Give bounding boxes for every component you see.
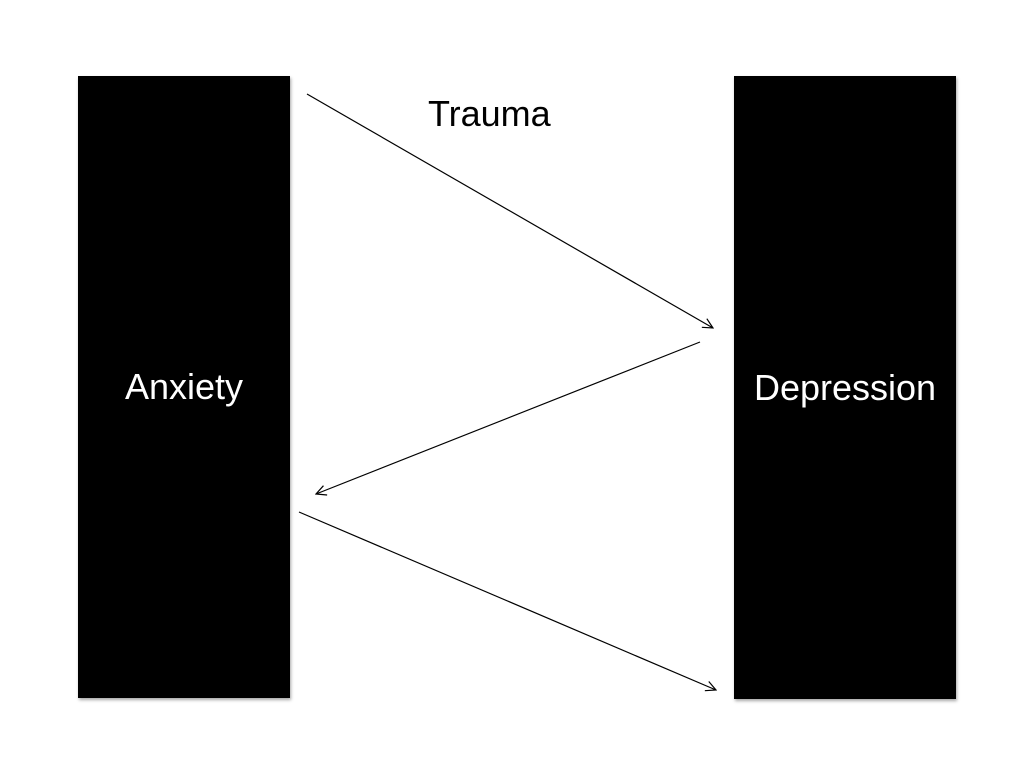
- arrow-anxiety-to-depression-bottom: [298, 511, 716, 690]
- depression-label: Depression: [753, 366, 937, 408]
- depression-node: Depression: [734, 76, 956, 699]
- arrow-depression-to-anxiety: [316, 341, 701, 494]
- anxiety-node: Anxiety: [78, 76, 290, 698]
- anxiety-label: Anxiety: [124, 366, 244, 407]
- trauma-edge-label: Trauma: [428, 93, 551, 134]
